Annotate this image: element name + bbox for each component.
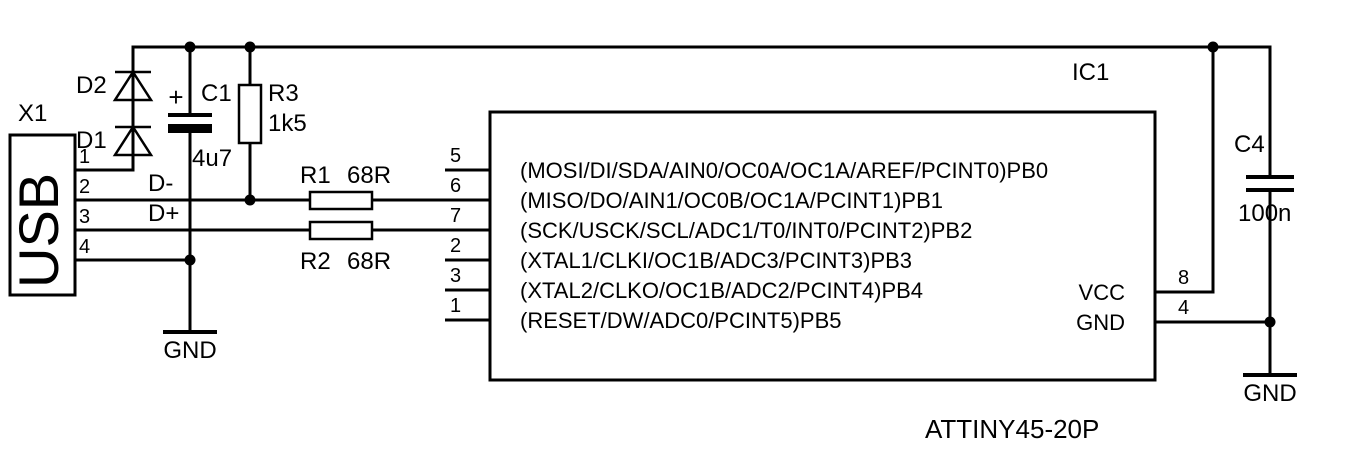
gnd-label: GND bbox=[1243, 380, 1296, 407]
dminus-wire bbox=[75, 143, 490, 202]
vcc-rail-wire bbox=[75, 45, 1272, 294]
ic-pin-number: 4 bbox=[1178, 297, 1189, 319]
ic-pin-number: 3 bbox=[450, 265, 461, 287]
junction-dot bbox=[244, 194, 256, 206]
capacitor-value-label: 4u7 bbox=[192, 145, 232, 172]
usb-connector-label: USB bbox=[7, 173, 70, 288]
ic-ref-label: IC1 bbox=[1072, 59, 1109, 86]
junction-dot bbox=[184, 41, 196, 53]
diode-d2: D2 bbox=[76, 69, 154, 102]
polarity-plus-sign: + bbox=[168, 82, 183, 112]
ic-pin-label: (MISO/DO/AIN1/OC0B/OC1A/PCINT1)PB1 bbox=[520, 188, 943, 213]
capacitor-plate-bottom bbox=[168, 124, 212, 133]
net-label-dplus: D+ bbox=[148, 200, 179, 227]
capacitor-ref-label: C1 bbox=[201, 80, 232, 107]
usb-pin-number: 2 bbox=[79, 176, 90, 198]
ic-pin-label: GND bbox=[1076, 310, 1125, 335]
resistor-value-label: 68R bbox=[347, 162, 391, 189]
ic-pin-number: 8 bbox=[1178, 267, 1189, 289]
resistor-body bbox=[237, 83, 263, 145]
ic-pin-number: 5 bbox=[450, 145, 461, 167]
ic-part-label: ATTINY45-20P bbox=[925, 414, 1099, 444]
ic-pin-number: 1 bbox=[450, 295, 461, 317]
gnd-right-wire bbox=[1155, 190, 1272, 375]
ic-pin-number: 7 bbox=[450, 205, 461, 227]
capacitor-value-label: 100n bbox=[1238, 200, 1291, 227]
diode-d1: D1 bbox=[76, 124, 154, 157]
resistor-body bbox=[308, 220, 374, 241]
ic-pin-label: VCC bbox=[1079, 280, 1126, 305]
capacitor-ref-label: C4 bbox=[1234, 131, 1265, 158]
ic-pin-label: (MOSI/DI/SDA/AIN0/OC0A/OC1A/AREF/PCINT0)… bbox=[520, 158, 1048, 183]
junction-dot bbox=[1264, 316, 1276, 328]
usb-pin-number: 1 bbox=[79, 146, 90, 168]
capacitor-c1: + C1 4u7 bbox=[168, 80, 232, 172]
usb-pin-number: 4 bbox=[79, 236, 90, 258]
gnd-left-wire bbox=[75, 133, 192, 332]
resistor-value-label: 1k5 bbox=[268, 110, 307, 137]
ic-pin-number: 6 bbox=[450, 175, 461, 197]
junction-dot bbox=[184, 254, 196, 266]
ic1-attiny45: IC1 ATTINY45-20P 5 6 7 2 3 1 (MOSI/DI/SD… bbox=[450, 59, 1189, 444]
ic-pin-label: (RESET/DW/ADC0/PCINT5)PB5 bbox=[520, 308, 842, 333]
gnd-symbol-left: GND bbox=[163, 330, 217, 364]
gnd-symbol-right: GND bbox=[1243, 373, 1297, 407]
usb-pin-number: 3 bbox=[79, 206, 90, 228]
resistor-r1: R1 68R bbox=[300, 162, 391, 211]
ic-pin-label: (SCK/USCK/SCL/ADC1/T0/INT0/PCINT2)PB2 bbox=[520, 218, 972, 243]
resistor-body bbox=[308, 190, 374, 211]
ic-pin-label: (XTAL1/CLKI/OC1B/ADC3/PCINT3)PB3 bbox=[520, 248, 912, 273]
resistor-r3: R3 1k5 bbox=[237, 80, 307, 145]
ic-pin-number: 2 bbox=[450, 235, 461, 257]
usb-connector-x1: USB X1 1 2 3 4 bbox=[7, 100, 90, 297]
usb-connector-outline bbox=[8, 133, 77, 297]
junction-dot bbox=[244, 41, 256, 53]
ic-pin-label: (XTAL2/CLKO/OC1B/ADC2/PCINT4)PB4 bbox=[520, 278, 923, 303]
usb-ref-label: X1 bbox=[18, 100, 47, 127]
diode-triangle bbox=[112, 69, 154, 102]
capacitor-c4: C4 100n bbox=[1234, 131, 1294, 227]
resistor-ref-label: R2 bbox=[300, 248, 331, 275]
diode-triangle bbox=[112, 124, 154, 157]
resistor-r2: R2 68R bbox=[300, 220, 391, 275]
diode-ref-label: D1 bbox=[76, 127, 107, 154]
gnd-label: GND bbox=[163, 337, 216, 364]
resistor-ref-label: R3 bbox=[268, 80, 299, 107]
diode-ref-label: D2 bbox=[76, 72, 107, 99]
resistor-ref-label: R1 bbox=[300, 162, 331, 189]
resistor-value-label: 68R bbox=[347, 248, 391, 275]
ic-outline bbox=[488, 110, 1157, 382]
ic-stub-wires bbox=[445, 168, 490, 322]
net-label-dminus: D- bbox=[148, 170, 173, 197]
junction-dot bbox=[1207, 41, 1219, 53]
